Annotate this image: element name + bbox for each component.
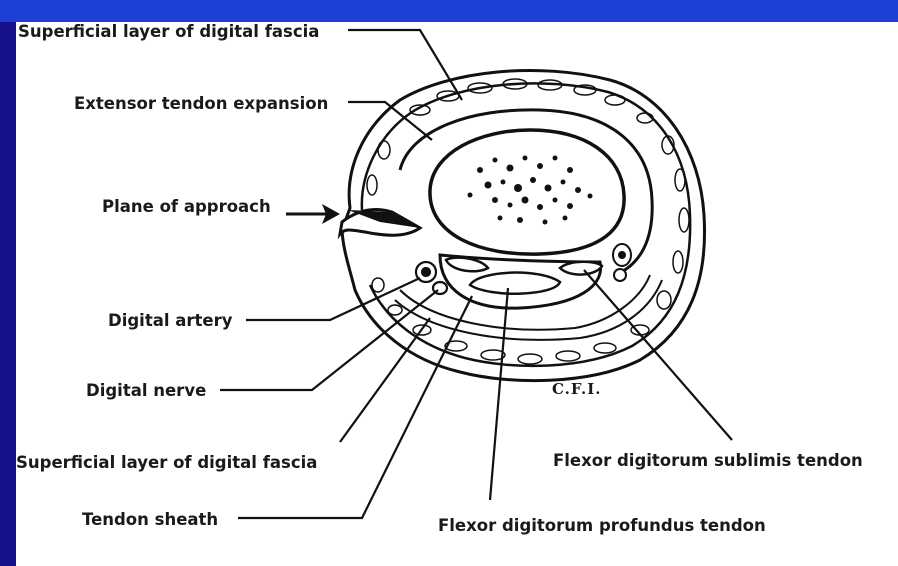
label-superficial-fascia-top: Superficial layer of digital fascia bbox=[18, 22, 319, 41]
phalanx-bone bbox=[430, 130, 624, 254]
label-plane-of-approach: Plane of approach bbox=[102, 197, 271, 216]
label-digital-artery: Digital artery bbox=[108, 311, 233, 330]
label-extensor-tendon-expansion: Extensor tendon expansion bbox=[74, 94, 328, 113]
profundus-tendon bbox=[470, 273, 560, 294]
label-flexor-sublimis: Flexor digitorum sublimis tendon bbox=[553, 451, 863, 470]
plane-of-approach-arrow bbox=[286, 204, 340, 224]
label-flexor-profundus: Flexor digitorum profundus tendon bbox=[438, 516, 766, 535]
label-digital-nerve: Digital nerve bbox=[86, 381, 206, 400]
artist-signature: C.F.I. bbox=[552, 380, 602, 398]
sublimis-slip-right bbox=[560, 262, 602, 275]
leader-superficial-bottom bbox=[340, 318, 430, 442]
label-tendon-sheath: Tendon sheath bbox=[82, 510, 218, 529]
cross-section-illustration bbox=[340, 70, 705, 380]
label-superficial-fascia-bottom: Superficial layer of digital fascia bbox=[16, 453, 317, 472]
